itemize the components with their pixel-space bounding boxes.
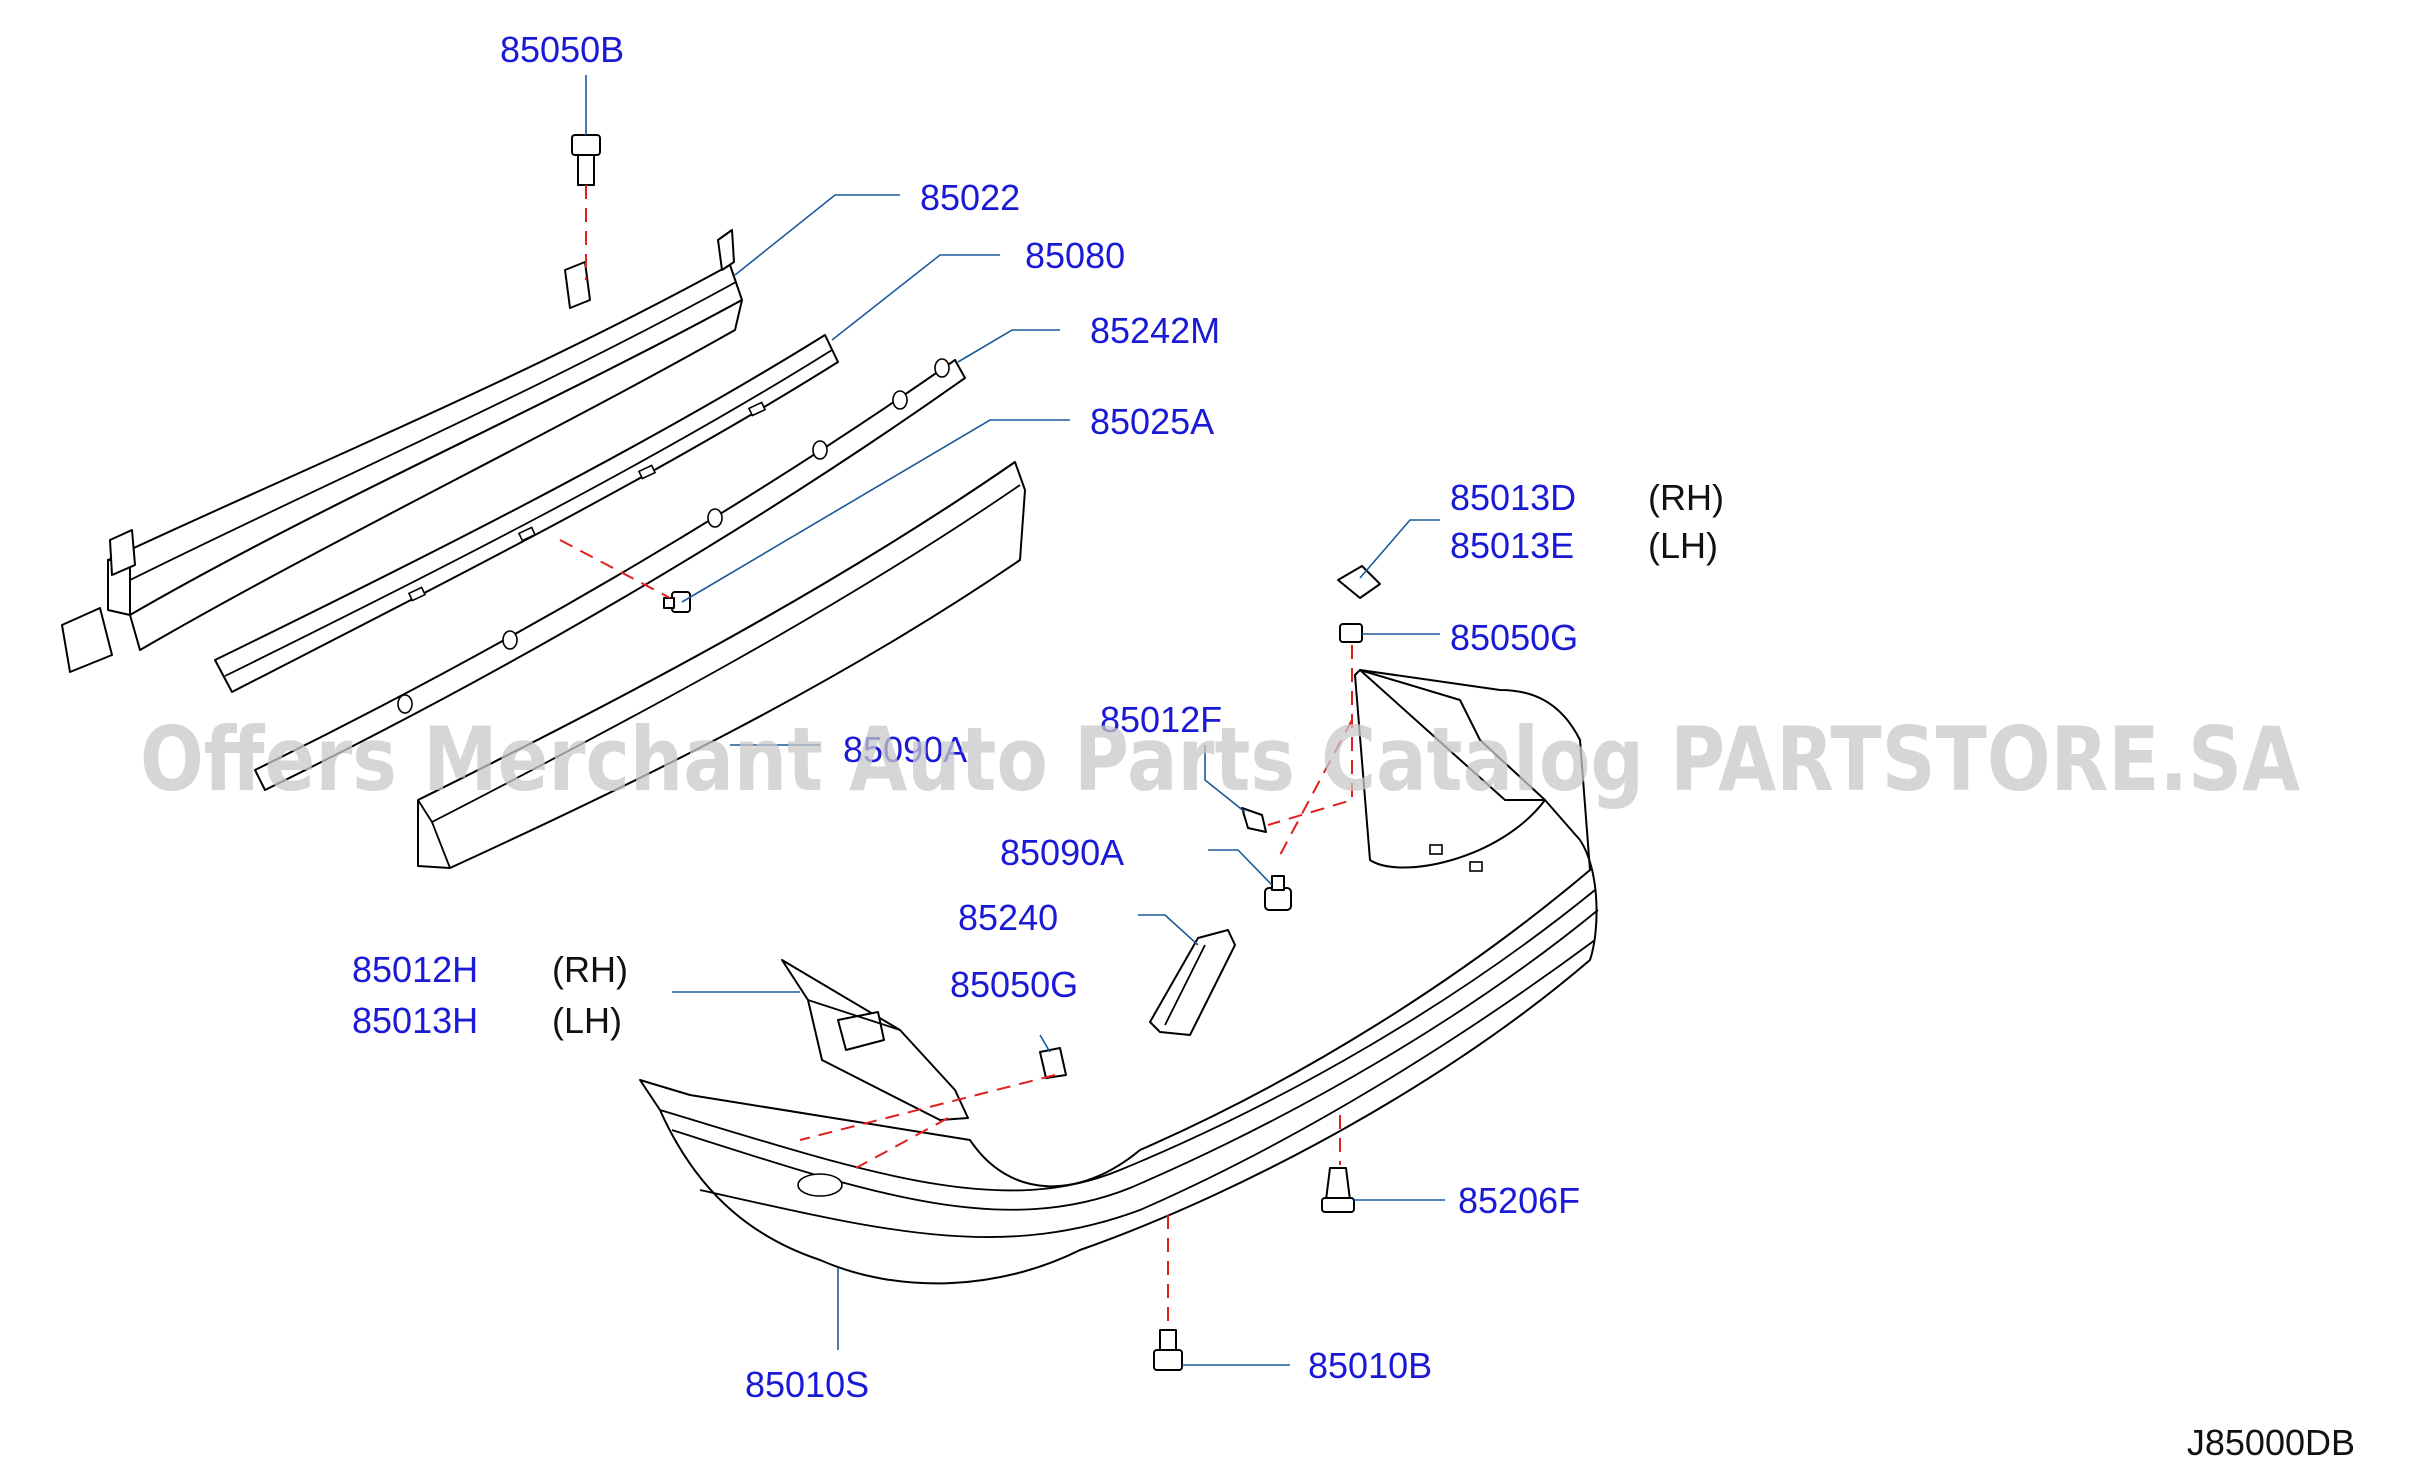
bracket-85012H	[781, 959, 969, 1121]
fascia-85025A	[417, 461, 1026, 869]
retainer-85242M	[254, 358, 966, 791]
bolt-85010B-icon	[1153, 1329, 1183, 1371]
clip-85012F-icon	[1241, 807, 1267, 833]
label-85022[interactable]: 85022	[920, 177, 1020, 218]
label-85090A-left[interactable]: 85090A	[843, 729, 967, 770]
label-85090A-mid[interactable]: 85090A	[1000, 832, 1124, 873]
label-85050G-top[interactable]: 85050G	[1450, 617, 1578, 658]
side-lh-left: (LH)	[552, 1000, 622, 1041]
label-85013D[interactable]: 85013D	[1450, 477, 1576, 518]
rear-bumper-fascia-85010S	[639, 669, 1599, 1285]
clip-85090A-icon	[1264, 875, 1292, 911]
label-85013H[interactable]: 85013H	[352, 1000, 478, 1041]
clip-85050G-mid-icon	[1039, 1047, 1067, 1079]
label-85012H[interactable]: 85012H	[352, 949, 478, 990]
rivet-85206F-icon	[1321, 1167, 1355, 1213]
label-85010S[interactable]: 85010S	[745, 1364, 869, 1405]
side-rh-left: (RH)	[552, 949, 628, 990]
label-85010B[interactable]: 85010B	[1308, 1345, 1432, 1386]
energy-absorber-85080	[214, 334, 839, 693]
watermark: Offers Merchant Auto Parts Catalog PARTS…	[140, 708, 2300, 811]
reinforcement-85022	[61, 229, 743, 673]
side-rh-top: (RH)	[1648, 477, 1724, 518]
leader-lines	[585, 75, 1445, 1366]
label-85050G-mid[interactable]: 85050G	[950, 964, 1078, 1005]
label-85025A[interactable]: 85025A	[1090, 401, 1214, 442]
seal-85013D-icon	[1337, 565, 1381, 599]
label-85050B[interactable]: 85050B	[500, 29, 624, 70]
grommet-85025A-icon	[663, 591, 691, 613]
clip-85050G-top-icon	[1339, 623, 1363, 643]
label-85206F[interactable]: 85206F	[1458, 1180, 1580, 1221]
fasteners	[571, 134, 1381, 1371]
part-labels: 85050B 85022 85080 85242M 85025A 85013D …	[352, 29, 1724, 1405]
assembly-lines	[559, 185, 1353, 1330]
diagram-code: J85000DB	[2187, 1422, 2355, 1463]
side-lh-top: (LH)	[1648, 525, 1718, 566]
label-85013E[interactable]: 85013E	[1450, 525, 1574, 566]
label-85240[interactable]: 85240	[958, 897, 1058, 938]
label-85242M[interactable]: 85242M	[1090, 310, 1220, 351]
bolt-85050B-icon	[571, 134, 601, 186]
label-85080[interactable]: 85080	[1025, 235, 1125, 276]
bracket-85240	[1149, 929, 1236, 1036]
label-85012F[interactable]: 85012F	[1100, 699, 1222, 740]
